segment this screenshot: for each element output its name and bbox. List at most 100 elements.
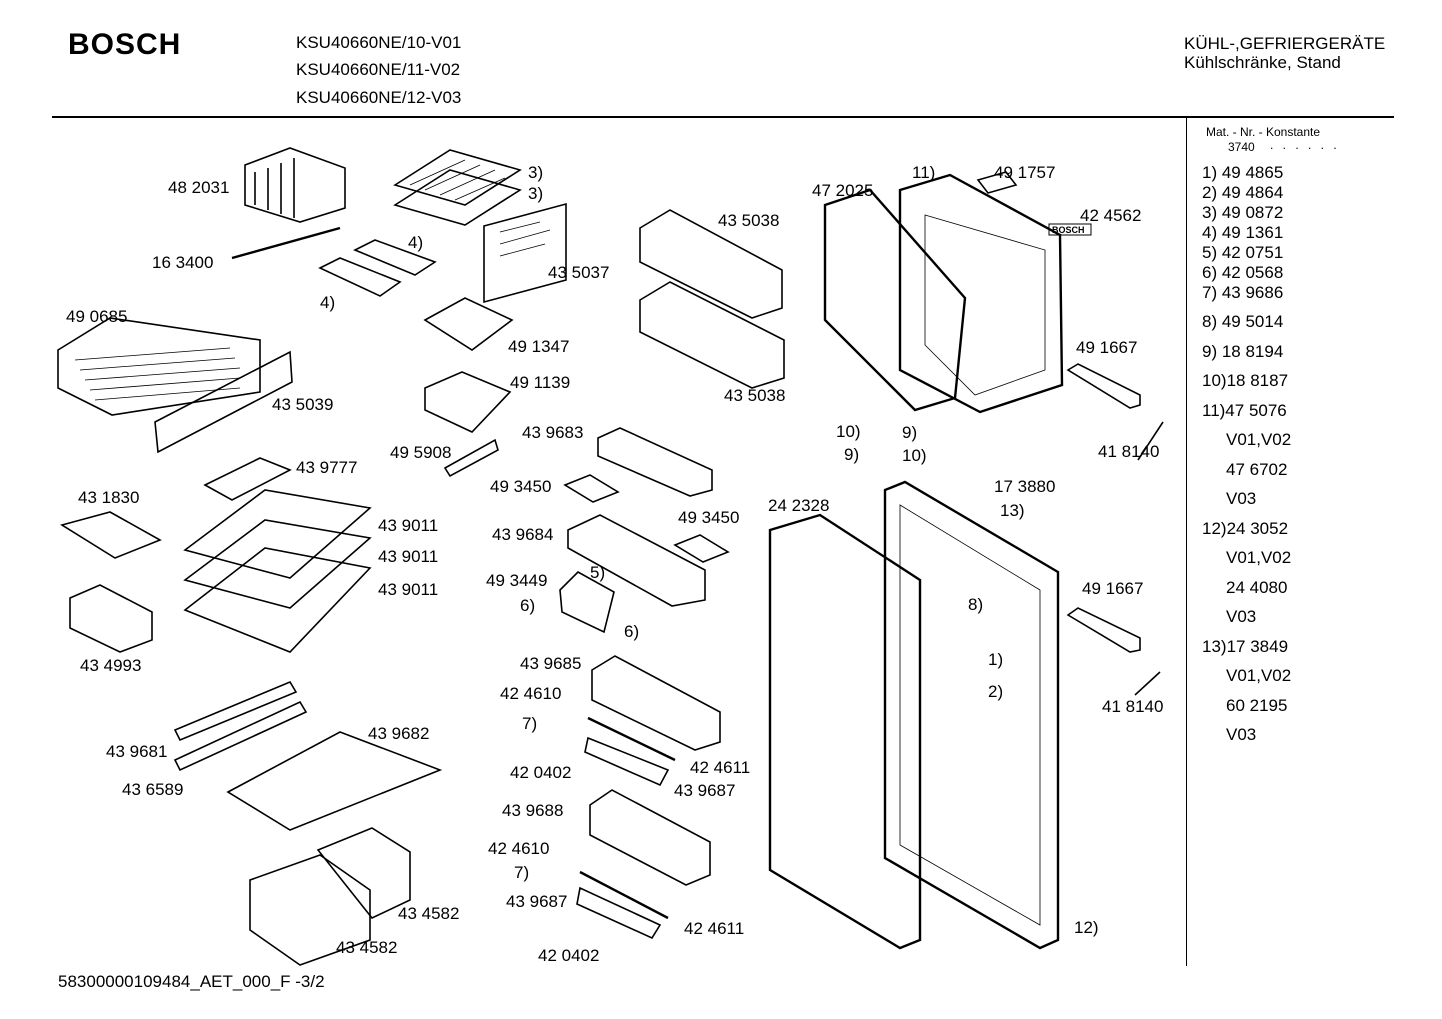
label-12: 12) bbox=[1074, 918, 1099, 937]
part-43-4582-b bbox=[316, 827, 411, 919]
part-43-6589 bbox=[173, 700, 308, 772]
part-43-1830 bbox=[60, 511, 162, 559]
label-43-9688: 43 9688 bbox=[502, 801, 563, 820]
label-7-a: 7) bbox=[522, 714, 537, 733]
label-43-9687-a: 43 9687 bbox=[674, 781, 735, 800]
label-49-3450-b: 49 3450 bbox=[678, 508, 739, 527]
part-rod-7-a bbox=[587, 716, 676, 762]
label-2: 2) bbox=[988, 682, 1003, 701]
part-49-3450-a bbox=[563, 474, 620, 503]
model-number-2: KSU40660NE/11-V02 bbox=[296, 60, 461, 79]
label-5: 5) bbox=[590, 563, 605, 582]
label-43-1830: 43 1830 bbox=[78, 488, 139, 507]
part-49-3450-b bbox=[673, 534, 730, 563]
label-41-8140-a: 41 8140 bbox=[1098, 442, 1159, 461]
label-43-9681: 43 9681 bbox=[106, 742, 167, 761]
part-43-9684 bbox=[567, 514, 706, 607]
part-49-0685 bbox=[57, 317, 261, 416]
label-9-a: 9) bbox=[902, 423, 917, 442]
mat-item-13-variant-a: V01,V02 bbox=[1226, 666, 1292, 685]
bosch-badge-text: BOSCH bbox=[1052, 225, 1085, 235]
part-43-9681 bbox=[173, 680, 298, 742]
label-6-b: 6) bbox=[624, 622, 639, 641]
label-3-b: 3) bbox=[528, 184, 543, 203]
label-8: 8) bbox=[968, 595, 983, 614]
label-4-b: 4) bbox=[320, 293, 335, 312]
part-49-3449 bbox=[559, 571, 615, 634]
label-10-a: 10) bbox=[836, 422, 861, 441]
part-ice-tray-1 bbox=[353, 239, 437, 276]
label-13: 13) bbox=[1000, 501, 1025, 520]
label-43-5039: 43 5039 bbox=[272, 395, 333, 414]
mat-item-10: 10)18 8187 bbox=[1202, 371, 1289, 390]
mat-item-8: 8) 49 5014 bbox=[1202, 312, 1284, 331]
part-43-5037 bbox=[483, 202, 567, 304]
label-49-5908: 49 5908 bbox=[390, 443, 451, 462]
mat-item-11-variant-a: V01,V02 bbox=[1226, 430, 1292, 449]
label-43-9011-a: 43 9011 bbox=[378, 516, 438, 535]
label-42-0402-b: 42 0402 bbox=[538, 946, 599, 965]
label-42-4611-a: 42 4611 bbox=[690, 758, 750, 777]
label-43-9011-c: 43 9011 bbox=[378, 580, 438, 599]
part-43-4582-a bbox=[249, 854, 371, 966]
part-48-2031 bbox=[244, 147, 346, 223]
model-number-1: KSU40660NE/10-V01 bbox=[296, 33, 462, 52]
label-49-3449: 49 3449 bbox=[486, 571, 547, 590]
part-43-9011-b bbox=[183, 519, 372, 609]
part-43-5039 bbox=[154, 350, 293, 454]
sidebar-divider bbox=[1186, 118, 1187, 966]
mat-item-11-alt: 47 6702 bbox=[1226, 460, 1288, 479]
part-16-3400 bbox=[231, 226, 341, 260]
label-49-1347: 49 1347 bbox=[508, 337, 569, 356]
part-47-2025 bbox=[823, 188, 967, 412]
label-43-6589: 43 6589 bbox=[122, 780, 183, 799]
label-11: 11) bbox=[912, 163, 935, 182]
part-49-1139 bbox=[424, 371, 512, 433]
mat-item-1: 1) 49 4865 bbox=[1202, 163, 1284, 182]
label-43-9683: 43 9683 bbox=[522, 423, 583, 442]
label-10-b: 10) bbox=[902, 446, 927, 465]
mat-item-7: 7) 43 9686 bbox=[1202, 283, 1284, 302]
mat-nr-dots: . . . . . . bbox=[1270, 138, 1340, 152]
label-43-9685: 43 9685 bbox=[520, 654, 581, 673]
label-49-1139: 49 1139 bbox=[510, 373, 570, 392]
label-43-9777: 43 9777 bbox=[296, 458, 357, 477]
label-43-9687-b: 43 9687 bbox=[506, 892, 567, 911]
label-43-5038-b: 43 5038 bbox=[724, 386, 785, 405]
part-fridge-door bbox=[883, 480, 1060, 950]
part-49-1667-upper bbox=[1066, 363, 1141, 409]
mat-item-12: 12)24 3052 bbox=[1202, 519, 1289, 538]
part-43-4993 bbox=[69, 584, 153, 653]
part-43-9682 bbox=[226, 731, 443, 831]
part-43-9011-c bbox=[183, 547, 372, 653]
part-43-9011-a bbox=[183, 489, 372, 579]
mat-nr-heading: Mat. - Nr. - Konstante bbox=[1206, 125, 1321, 139]
mat-nr-constant: 3740 bbox=[1228, 140, 1255, 154]
part-43-9687-b bbox=[576, 886, 662, 940]
mat-item-12-alt: 24 4080 bbox=[1226, 578, 1288, 597]
brand-logo: BOSCH bbox=[68, 28, 182, 61]
label-9-b: 9) bbox=[844, 445, 859, 464]
label-42-4562: 42 4562 bbox=[1080, 206, 1141, 225]
label-49-1667-b: 49 1667 bbox=[1082, 579, 1143, 598]
label-42-4610-a: 42 4610 bbox=[500, 684, 561, 703]
label-16-3400: 16 3400 bbox=[152, 253, 213, 272]
part-grate-upper bbox=[393, 149, 522, 206]
part-43-9777 bbox=[203, 457, 292, 501]
mat-item-6: 6) 42 0568 bbox=[1202, 263, 1284, 282]
mat-item-2: 2) 49 4864 bbox=[1202, 183, 1284, 202]
label-43-9682: 43 9682 bbox=[368, 724, 429, 743]
label-1: 1) bbox=[988, 650, 1003, 669]
label-43-4993: 43 4993 bbox=[80, 656, 141, 675]
bosch-badge: BOSCH bbox=[1048, 223, 1092, 236]
label-17-3880: 17 3880 bbox=[994, 477, 1055, 496]
label-47-2025: 47 2025 bbox=[812, 181, 873, 200]
mat-item-11: 11)47 5076 bbox=[1202, 401, 1287, 420]
label-43-5037: 43 5037 bbox=[548, 263, 609, 282]
label-3-a: 3) bbox=[528, 163, 543, 182]
label-49-0685: 49 0685 bbox=[66, 307, 127, 326]
part-ice-tray-2 bbox=[318, 257, 402, 297]
label-43-4582-b: 43 4582 bbox=[336, 938, 397, 957]
part-24-2328 bbox=[768, 513, 922, 950]
label-42-4611-b: 42 4611 bbox=[684, 919, 744, 938]
